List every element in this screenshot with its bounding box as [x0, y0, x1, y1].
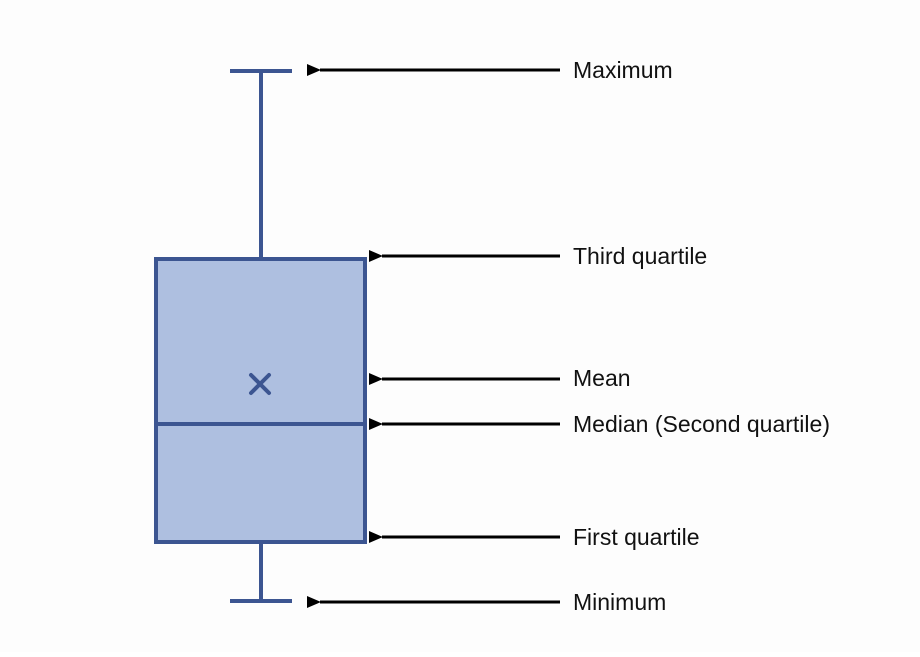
label-median: Median (Second quartile)	[573, 411, 830, 437]
label-mean: Mean	[573, 365, 631, 391]
label-third-quartile: Third quartile	[573, 243, 707, 269]
label-minimum: Minimum	[573, 589, 666, 615]
mean-marker	[249, 373, 271, 395]
label-first-quartile: First quartile	[573, 524, 700, 550]
interquartile-box	[154, 257, 367, 544]
label-maximum: Maximum	[573, 57, 673, 83]
